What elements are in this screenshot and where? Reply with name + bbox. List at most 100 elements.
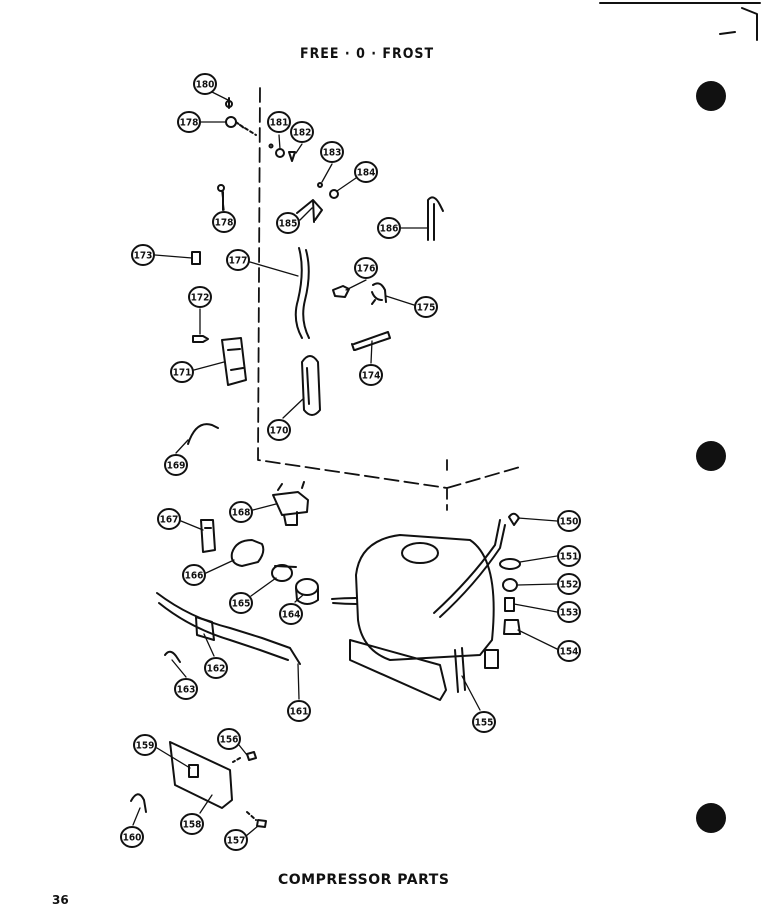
- callout-178: 178: [177, 111, 201, 133]
- callout-label: 155: [475, 718, 494, 729]
- part-154-mount: [503, 619, 521, 635]
- callout-label: 153: [560, 608, 579, 619]
- part-185-bracket: [296, 199, 323, 223]
- callout-169: 169: [164, 454, 188, 476]
- callout-155: 155: [472, 711, 496, 733]
- part-184-nut: [329, 189, 339, 199]
- part-160-wire: [130, 793, 147, 813]
- binder-hole: [696, 803, 726, 833]
- part-176-clip: [332, 285, 350, 298]
- callout-label: 165: [232, 599, 251, 610]
- part-182-cap: [288, 151, 296, 162]
- callout-153: 153: [557, 601, 581, 623]
- callout-161: 161: [287, 700, 311, 722]
- callout-label: 174: [362, 371, 381, 382]
- part-164-capacitor: [295, 578, 319, 605]
- part-170-loop: [301, 355, 321, 416]
- callout-label: 172: [191, 293, 210, 304]
- callout-180: 180: [193, 73, 217, 95]
- callout-label: 161: [290, 707, 309, 718]
- part-175-clamp: [371, 282, 387, 305]
- callout-label: 173: [134, 251, 153, 262]
- callout-label: 183: [323, 148, 342, 159]
- callout-label: 182: [293, 128, 312, 139]
- callout-label: 180: [196, 80, 215, 91]
- part-161-hose: [156, 592, 301, 665]
- callout-186: 186: [377, 217, 401, 239]
- part-163-clip: [164, 650, 181, 663]
- callout-label: 152: [560, 580, 579, 591]
- callout-176: 176: [354, 257, 378, 279]
- part-166-overload: [230, 539, 265, 567]
- callout-181: 181: [267, 111, 291, 133]
- callout-label: 176: [357, 264, 376, 275]
- callout-166: 166: [182, 564, 206, 586]
- part-178-screw: [217, 184, 225, 192]
- callout-159: 159: [133, 734, 157, 756]
- part-153-sleeve: [504, 597, 515, 612]
- part-174-rod: [351, 331, 391, 351]
- callout-168: 168: [229, 501, 253, 523]
- callout-154: 154: [557, 640, 581, 662]
- callout-label: 151: [560, 552, 579, 563]
- callout-174: 174: [359, 364, 383, 386]
- part-178-fitting: [225, 116, 257, 136]
- callout-label: 178: [180, 118, 199, 129]
- callout-label: 167: [160, 515, 179, 526]
- callout-162: 162: [204, 657, 228, 679]
- page-number: 36: [52, 893, 69, 907]
- callout-label: 162: [207, 664, 226, 675]
- callout-177: 177: [226, 249, 250, 271]
- callout-label: 164: [282, 610, 301, 621]
- callout-185: 185: [276, 212, 300, 234]
- part-152-grommet: [502, 578, 518, 592]
- cabinet-outline: [257, 87, 521, 511]
- callout-170: 170: [267, 419, 291, 441]
- leader-lines: [132, 91, 558, 837]
- callout-175: 175: [414, 296, 438, 318]
- part-186-tube: [427, 196, 444, 241]
- part-183-screw: [317, 182, 323, 188]
- callout-171: 171: [170, 361, 194, 383]
- callout-label: 150: [560, 517, 579, 528]
- callout-label: 177: [229, 256, 248, 267]
- part-177-strip: [294, 247, 310, 339]
- part-168-relay: [272, 481, 309, 526]
- callout-label: 158: [183, 820, 202, 831]
- part-157-screw: [256, 819, 267, 828]
- callout-156: 156: [217, 728, 241, 750]
- callout-label: 157: [227, 836, 246, 847]
- callout-173: 173: [131, 244, 155, 266]
- callout-151: 151: [557, 545, 581, 567]
- diagram-caption: COMPRESSOR PARTS: [278, 872, 450, 888]
- binder-hole: [696, 441, 726, 471]
- callout-184: 184: [354, 161, 378, 183]
- part-156-screw: [246, 751, 257, 761]
- part-158-bracket: [169, 741, 233, 809]
- callout-152: 152: [557, 573, 581, 595]
- callout-160: 160: [120, 826, 144, 848]
- part-173-clip: [191, 251, 201, 265]
- part-172-screw: [192, 335, 209, 343]
- callout-label: 186: [380, 224, 399, 235]
- callout-label: 166: [185, 571, 204, 582]
- callout-183: 183: [320, 141, 344, 163]
- callout-label: 159: [136, 741, 155, 752]
- part-165-cover: [271, 564, 293, 582]
- callout-157: 157: [224, 829, 248, 851]
- callout-label: 184: [357, 168, 376, 179]
- callout-label: 175: [417, 303, 436, 314]
- callout-label: 163: [177, 685, 196, 696]
- callout-label: 160: [123, 833, 142, 844]
- part-169-wire: [187, 423, 219, 445]
- callout-label: 170: [270, 426, 289, 437]
- callout-150: 150: [557, 510, 581, 532]
- callout-163: 163: [174, 678, 198, 700]
- page-title: FREE · 0 · FROST: [300, 46, 435, 62]
- part-167-bracket: [200, 519, 216, 553]
- callout-172: 172: [188, 286, 212, 308]
- callout-178: 178: [212, 211, 236, 233]
- callout-165: 165: [229, 592, 253, 614]
